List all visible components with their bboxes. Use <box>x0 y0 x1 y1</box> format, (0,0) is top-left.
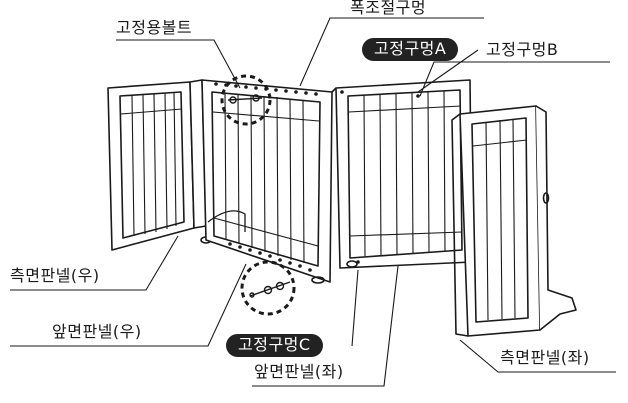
label-fixing-bolt: 고정용볼트 <box>116 18 193 37</box>
side-panel-right-shape <box>107 79 212 251</box>
label-fixing-hole-b: 고정구멍B <box>486 40 559 59</box>
side-panel-left-shape <box>451 105 577 337</box>
leader-lines <box>10 17 616 387</box>
label-fixing-hole-c: 고정구멍C <box>226 334 323 357</box>
label-width-adjust-hole: 폭조절구멍 <box>350 0 427 17</box>
label-side-panel-left: 측면판넬(좌) <box>500 348 590 367</box>
label-fixing-hole-a: 고정구멍A <box>362 38 459 61</box>
label-front-panel-left: 앞면판넬(좌) <box>254 362 344 381</box>
label-front-panel-right: 앞면판넬(우) <box>52 322 142 341</box>
front-panel-left-shape <box>335 79 473 269</box>
loose-bolts <box>249 281 291 298</box>
label-side-panel-right: 측면판넬(우) <box>10 266 100 285</box>
front-panel-right-shape <box>201 79 333 284</box>
